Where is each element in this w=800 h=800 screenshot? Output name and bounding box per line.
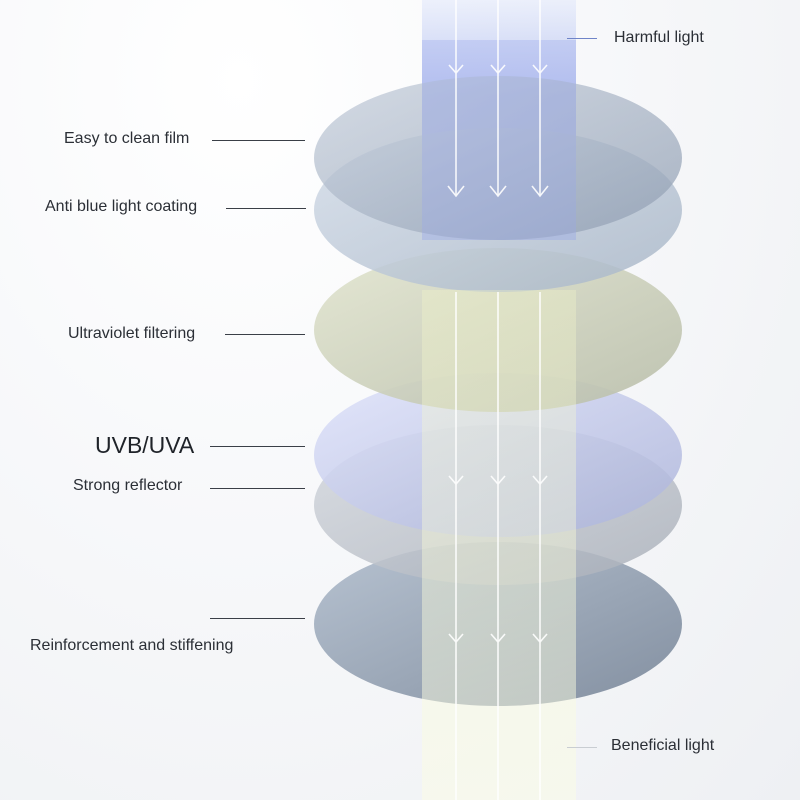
uv-filtering-label: Ultraviolet filtering bbox=[68, 325, 196, 342]
harmful-light-leader bbox=[567, 38, 597, 39]
beneficial-light-rays bbox=[448, 292, 548, 800]
anti-blue-leader bbox=[226, 208, 306, 209]
easy-clean-film-label: Easy to clean film bbox=[64, 130, 190, 147]
beneficial-light-label: Beneficial light bbox=[611, 737, 715, 754]
beneficial-light-leader bbox=[567, 747, 597, 748]
harmful-light-rays bbox=[447, 0, 549, 198]
uvb-uva-leader bbox=[210, 446, 305, 447]
beneficial-light-beam bbox=[422, 290, 576, 800]
uvb-uva-label: UVB/UVA bbox=[95, 432, 195, 458]
harmful-light-beam-overlay bbox=[422, 40, 576, 240]
anti-blue-coating-label: Anti blue light coating bbox=[45, 198, 198, 215]
easy-clean-leader bbox=[212, 140, 305, 141]
strong-reflector-label: Strong reflector bbox=[73, 477, 183, 494]
strong-reflector-leader bbox=[210, 488, 305, 489]
reinforcement-leader bbox=[210, 618, 305, 619]
uv-filtering-leader bbox=[225, 334, 305, 335]
reinforcement-label: Reinforcement and stiffening bbox=[30, 637, 234, 654]
harmful-light-label: Harmful light bbox=[614, 29, 704, 46]
